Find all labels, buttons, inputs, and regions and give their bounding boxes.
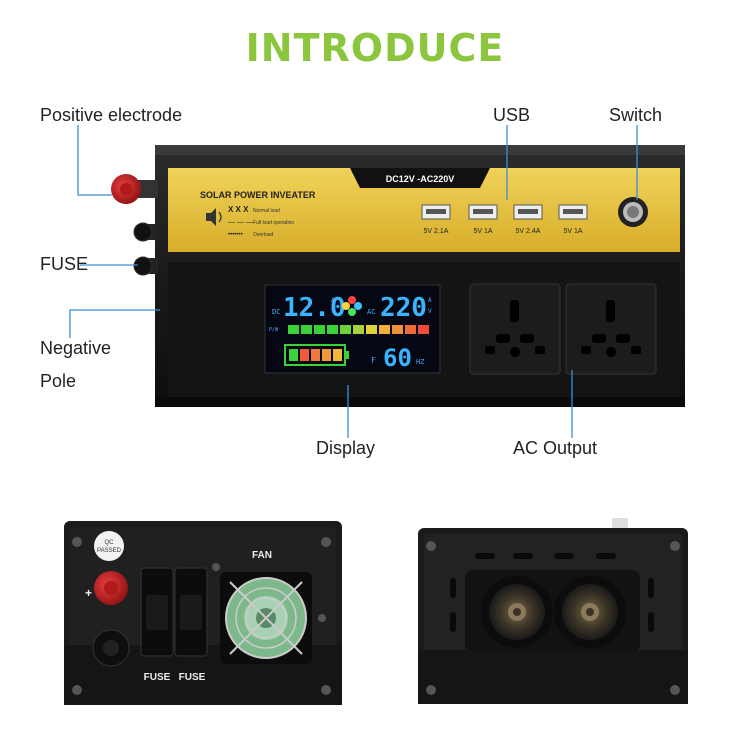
usb-port-2-label: 5V 1A [473,228,492,235]
lcd-ac-value: 220 [380,293,427,323]
callout-switch: Switch [609,105,663,125]
svg-text:V: V [428,308,432,315]
plus-label: + [85,586,92,600]
battery-icon [284,344,349,366]
fuse-holder-2 [174,567,208,657]
usb-port-1-label: 5V 2.1A [424,228,449,235]
lcd-f-label: F [371,356,376,365]
usb-port-3: 5V 2.4A [513,204,543,235]
rear-negative-terminal [92,629,130,667]
ac-outlet-2 [565,283,657,375]
qc-passed-badge: QC PASSED [94,531,124,561]
rear-positive-terminal [94,571,128,605]
inverter-rear-view: QC PASSED FAN + FUSE FUSE [64,521,342,705]
power-switch [618,197,648,227]
callout-pole: Pole [40,371,77,391]
fuse-holder-1 [140,567,174,657]
inverter-front: DC12V -AC220V SOLAR POWER INVEATER X X X… [111,145,685,407]
lcd-freq-value: 60 [383,344,412,372]
speaker-icon [206,208,222,226]
lcd-dc-label: DC [272,308,280,316]
car-socket-2 [554,576,626,648]
fan-icon [342,296,362,316]
callout-ac-output: AC Output [513,438,598,458]
voltage-label: DC12V -AC220V [386,174,455,184]
legend-symbol-2: — — — [228,219,253,226]
cooling-fan [220,572,312,664]
fuse-label-1: FUSE [144,672,171,683]
car-socket-1 [481,576,553,648]
fuse-knob-2 [133,256,158,276]
usb-port-3-label: 5V 2.4A [516,228,541,235]
svg-text:A: A [428,297,432,304]
inverter-side-view [418,518,688,704]
callout-negative: Negative [40,338,112,358]
legend-text-1: Normal load [253,208,280,214]
legend-symbol-1: X X X [228,205,249,214]
fuse-label-2: FUSE [179,672,206,683]
callout-positive-electrode: Positive electrode [40,105,183,125]
lcd-ac-label: AC [367,308,375,316]
usb-port-2: 5V 1A [468,204,498,235]
usb-port-4-label: 5V 1A [563,228,582,235]
positive-terminal [111,174,158,204]
callout-usb: USB [493,105,531,125]
usb-port-4: 5V 1A [558,204,588,235]
page-title: INTRODUCE [245,26,505,70]
ac-outlet-1 [469,283,561,375]
lcd-display: DC 12.0 A V AC 220 A V P/W [264,284,441,374]
lcd-hz-label: HZ [416,358,424,366]
legend-text-3: Overload [253,232,274,238]
legend-text-2: Full load operation [253,220,294,226]
fan-label: FAN [252,550,272,561]
lcd-pw-label: P/W [269,327,279,333]
power-level-bar [288,325,429,334]
svg-text:A: A [331,297,335,304]
qc-line2: PASSED [97,548,122,554]
callout-display: Display [316,438,376,458]
fuse-knob-1 [133,222,158,242]
qc-line1: QC [105,540,115,546]
callout-fuse: FUSE [40,254,89,274]
legend-symbol-3: ••••••• [228,232,243,238]
svg-text:V: V [331,308,335,315]
callout-lines [69,125,638,438]
usb-port-1: 5V 2.1A [421,204,451,235]
brand-label: SOLAR POWER INVEATER [200,190,316,200]
lcd-dc-value: 12.0 [283,293,346,323]
